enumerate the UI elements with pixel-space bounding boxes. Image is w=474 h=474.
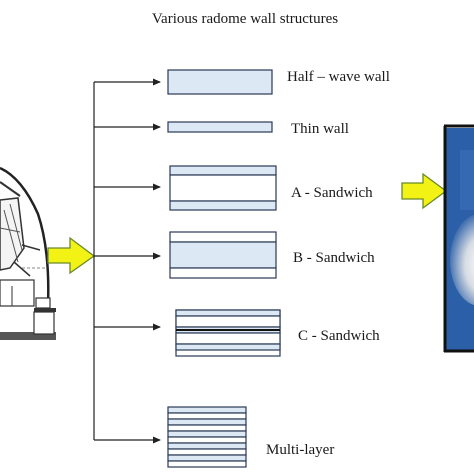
- b-sandwich-label: B - Sandwich: [293, 250, 375, 266]
- half-wave-wall-panel: [167, 69, 273, 95]
- radome-photo: [443, 124, 474, 353]
- b-sandwich-panel: [169, 231, 277, 279]
- yellow-arrow-left: [47, 236, 96, 275]
- diagram-title: Various radome wall structures: [152, 11, 338, 27]
- multi-layer-panel: [167, 406, 247, 468]
- multi-layer-label: Multi-layer: [266, 442, 334, 458]
- c-sandwich-panel: [175, 309, 281, 357]
- half-wave-wall-label: Half – wave wall: [287, 69, 390, 85]
- thin-wall-panel: [167, 121, 273, 133]
- c-sandwich-label: C - Sandwich: [298, 328, 380, 344]
- radar-radome-illustration: [0, 166, 56, 340]
- thin-wall-label: Thin wall: [291, 121, 349, 137]
- a-sandwich-panel: [169, 165, 277, 211]
- yellow-arrow-right: [401, 172, 448, 210]
- a-sandwich-label: A - Sandwich: [291, 185, 373, 201]
- connector-branches: [94, 78, 161, 444]
